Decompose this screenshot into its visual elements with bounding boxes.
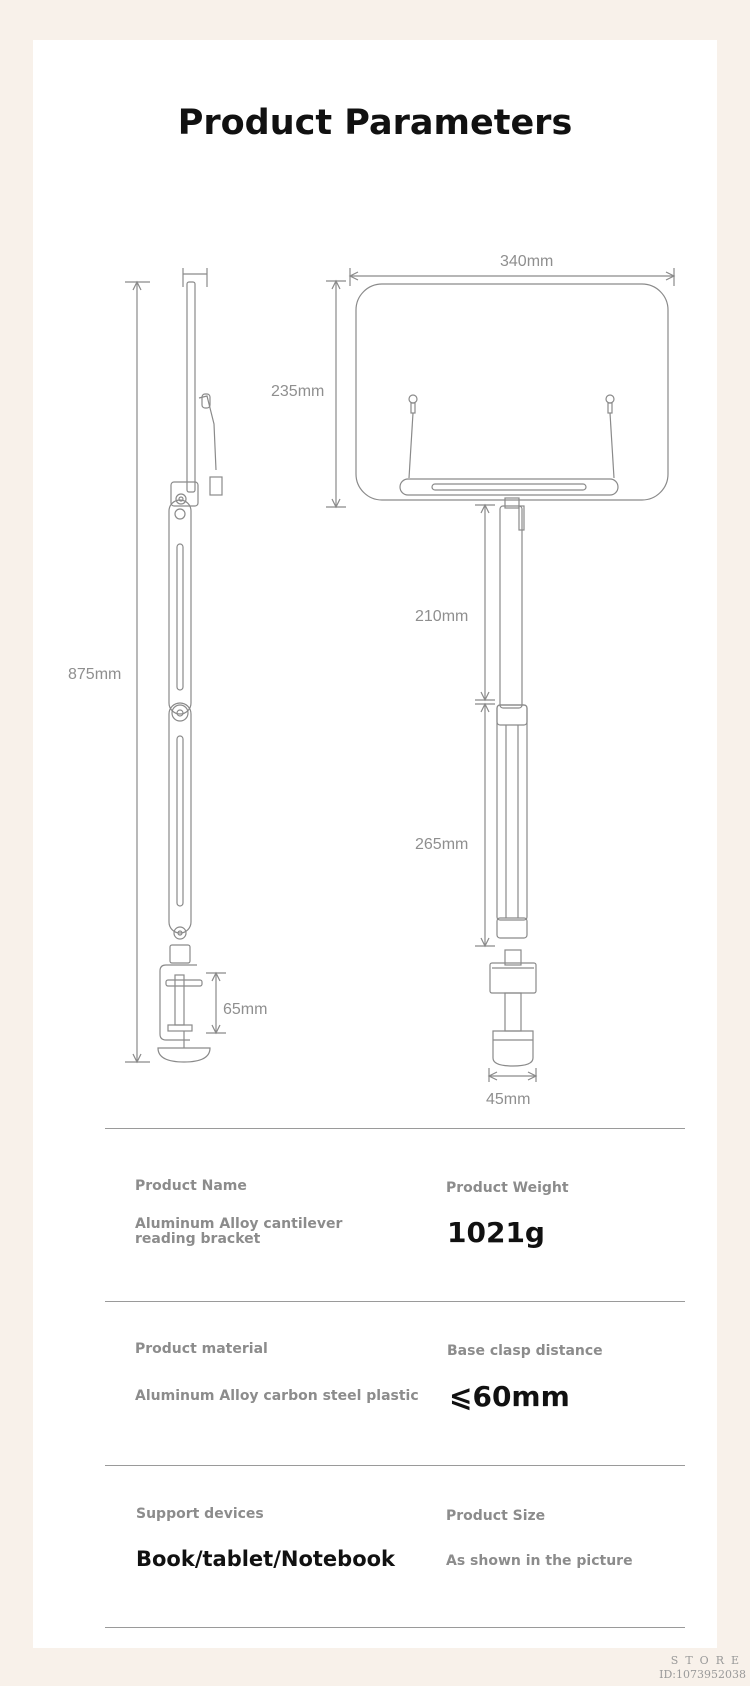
base-clasp-distance-label: Base clasp distance (447, 1343, 603, 1359)
clamp-width-label: 45mm (486, 1091, 530, 1108)
base-clasp-distance-value: ⩽60mm (449, 1380, 570, 1413)
front-view-drawing (355, 283, 669, 1067)
side-view-drawing (157, 281, 223, 1063)
store-id-watermark: ID:1073952038 (659, 1668, 746, 1681)
upper-arm-label: 210mm (415, 608, 468, 625)
content-card (33, 40, 717, 1648)
support-devices-label: Support devices (136, 1506, 264, 1522)
store-watermark: STORE (670, 1654, 746, 1667)
product-weight-value: 1021g (447, 1216, 545, 1249)
clamp-height-label: 65mm (223, 1001, 267, 1018)
divider (105, 1128, 685, 1129)
panel-width-label: 340mm (500, 253, 553, 270)
product-material-value: Aluminum Alloy carbon steel plastic (135, 1388, 419, 1404)
divider (105, 1465, 685, 1466)
product-name-label: Product Name (135, 1178, 247, 1194)
support-devices-value: Book/tablet/Notebook (136, 1547, 396, 1571)
product-name-value: Aluminum Alloy cantilever reading bracke… (135, 1216, 343, 1247)
divider (105, 1301, 685, 1302)
product-size-label: Product Size (446, 1508, 546, 1524)
side-dimension-lines (125, 268, 226, 1064)
product-size-value: As shown in the picture (446, 1553, 633, 1569)
front-dimension-lines (326, 268, 676, 1082)
product-material-label: Product material (135, 1341, 268, 1357)
product-weight-label: Product Weight (446, 1180, 569, 1196)
total-height-label: 875mm (68, 666, 121, 683)
lower-arm-label: 265mm (415, 836, 468, 853)
page-title: Product Parameters (177, 103, 573, 143)
divider (105, 1627, 685, 1628)
panel-height-label: 235mm (271, 383, 324, 400)
